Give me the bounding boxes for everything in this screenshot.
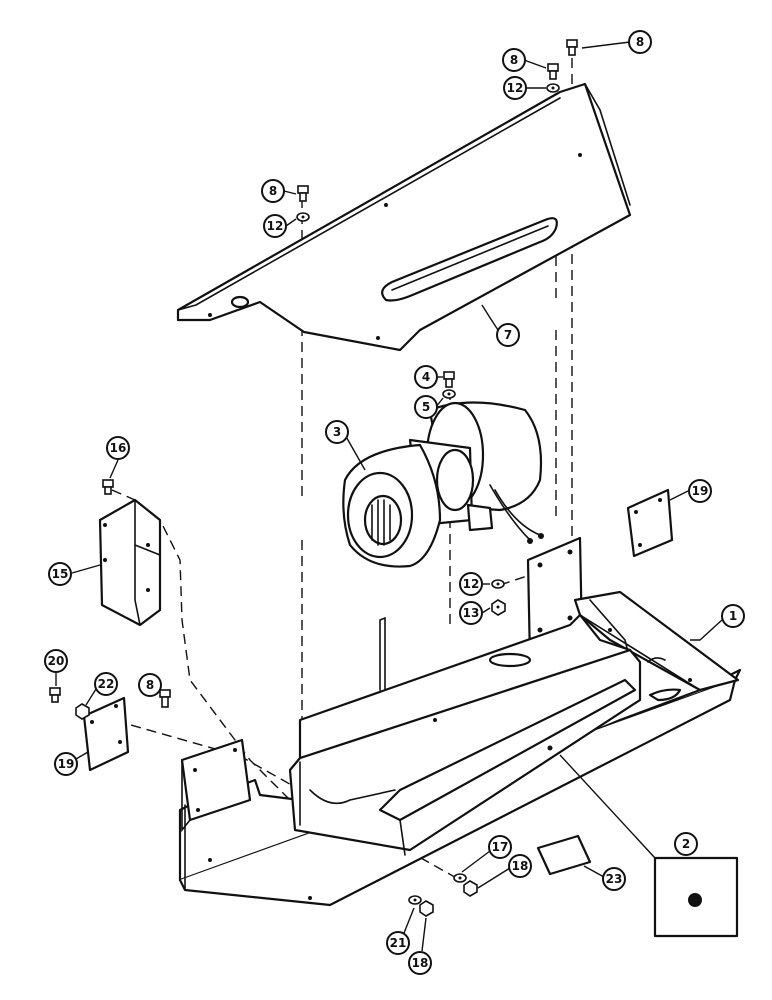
washer-icon	[296, 212, 310, 222]
callout-18: 18	[408, 951, 432, 975]
callout-8: 8	[628, 30, 652, 54]
callout-5: 5	[414, 395, 438, 419]
svg-text:4: 4	[422, 370, 430, 384]
svg-text:17: 17	[492, 840, 509, 854]
callout-3: 3	[325, 420, 349, 444]
callout-19: 19	[54, 752, 78, 776]
svg-text:8: 8	[510, 53, 518, 67]
svg-text:12: 12	[267, 219, 284, 233]
svg-text:7: 7	[504, 328, 512, 342]
callout-19: 19	[688, 479, 712, 503]
bolt-icon	[159, 689, 171, 708]
callout-20: 20	[44, 649, 68, 673]
svg-text:18: 18	[512, 859, 529, 873]
callout-23: 23	[602, 867, 626, 891]
nut-icon	[463, 880, 478, 897]
svg-text:16: 16	[110, 441, 127, 455]
callout-8: 8	[502, 48, 526, 72]
decal	[536, 834, 592, 876]
callout-1: 1	[721, 604, 745, 628]
nut-icon	[75, 703, 90, 720]
bolt-icon	[49, 687, 61, 703]
base-frame	[178, 590, 742, 907]
svg-text:5: 5	[422, 400, 430, 414]
callout-12: 12	[503, 76, 527, 100]
plug-detail-view	[559, 754, 739, 938]
left-bracket	[98, 498, 162, 627]
nut-icon	[419, 900, 434, 917]
svg-text:12: 12	[463, 577, 480, 591]
bolt-icon	[102, 479, 114, 495]
callout-17: 17	[488, 835, 512, 859]
bolt-icon	[547, 63, 559, 80]
callout-22: 22	[94, 672, 118, 696]
cover-plate-left	[82, 696, 130, 772]
callout-4: 4	[414, 365, 438, 389]
svg-text:3: 3	[333, 425, 341, 439]
callout-12: 12	[263, 214, 287, 238]
svg-text:8: 8	[146, 678, 154, 692]
svg-text:20: 20	[48, 654, 65, 668]
svg-text:22: 22	[98, 677, 115, 691]
bolt-icon	[566, 39, 578, 56]
svg-text:15: 15	[52, 567, 69, 581]
callout-7: 7	[496, 323, 520, 347]
washer-icon	[408, 895, 422, 905]
blower-motor-assembly	[342, 401, 544, 568]
cover-plate-right	[626, 488, 674, 558]
washer-icon	[491, 579, 505, 589]
svg-text:21: 21	[390, 936, 407, 950]
bolt-icon	[297, 185, 309, 202]
washer-icon	[453, 873, 467, 883]
svg-text:1: 1	[729, 609, 737, 623]
svg-text:18: 18	[412, 956, 429, 970]
svg-text:13: 13	[463, 606, 480, 620]
nut-icon	[491, 599, 506, 616]
svg-text:8: 8	[636, 35, 644, 49]
callouts: 8 8 12 8 12 7 4 5 3 16 19 15 12 13 1 20 …	[44, 30, 745, 975]
svg-text:23: 23	[606, 872, 623, 886]
svg-text:2: 2	[682, 837, 690, 851]
svg-text:19: 19	[58, 757, 75, 771]
washer-icon	[546, 83, 560, 93]
callout-16: 16	[106, 436, 130, 460]
svg-text:8: 8	[269, 184, 277, 198]
callout-8: 8	[261, 179, 285, 203]
svg-text:12: 12	[507, 81, 524, 95]
callout-13: 13	[459, 601, 483, 625]
bolt-icon	[443, 371, 455, 388]
upper-cover-panel	[176, 82, 632, 352]
callout-21: 21	[386, 931, 410, 955]
hardware	[49, 39, 578, 917]
washer-icon	[442, 389, 456, 399]
svg-text:19: 19	[692, 484, 709, 498]
callout-15: 15	[48, 562, 72, 586]
callout-8: 8	[138, 673, 162, 697]
callout-18: 18	[508, 854, 532, 878]
callout-2: 2	[674, 832, 698, 856]
callout-leaders	[55, 41, 723, 952]
callout-12: 12	[459, 572, 483, 596]
